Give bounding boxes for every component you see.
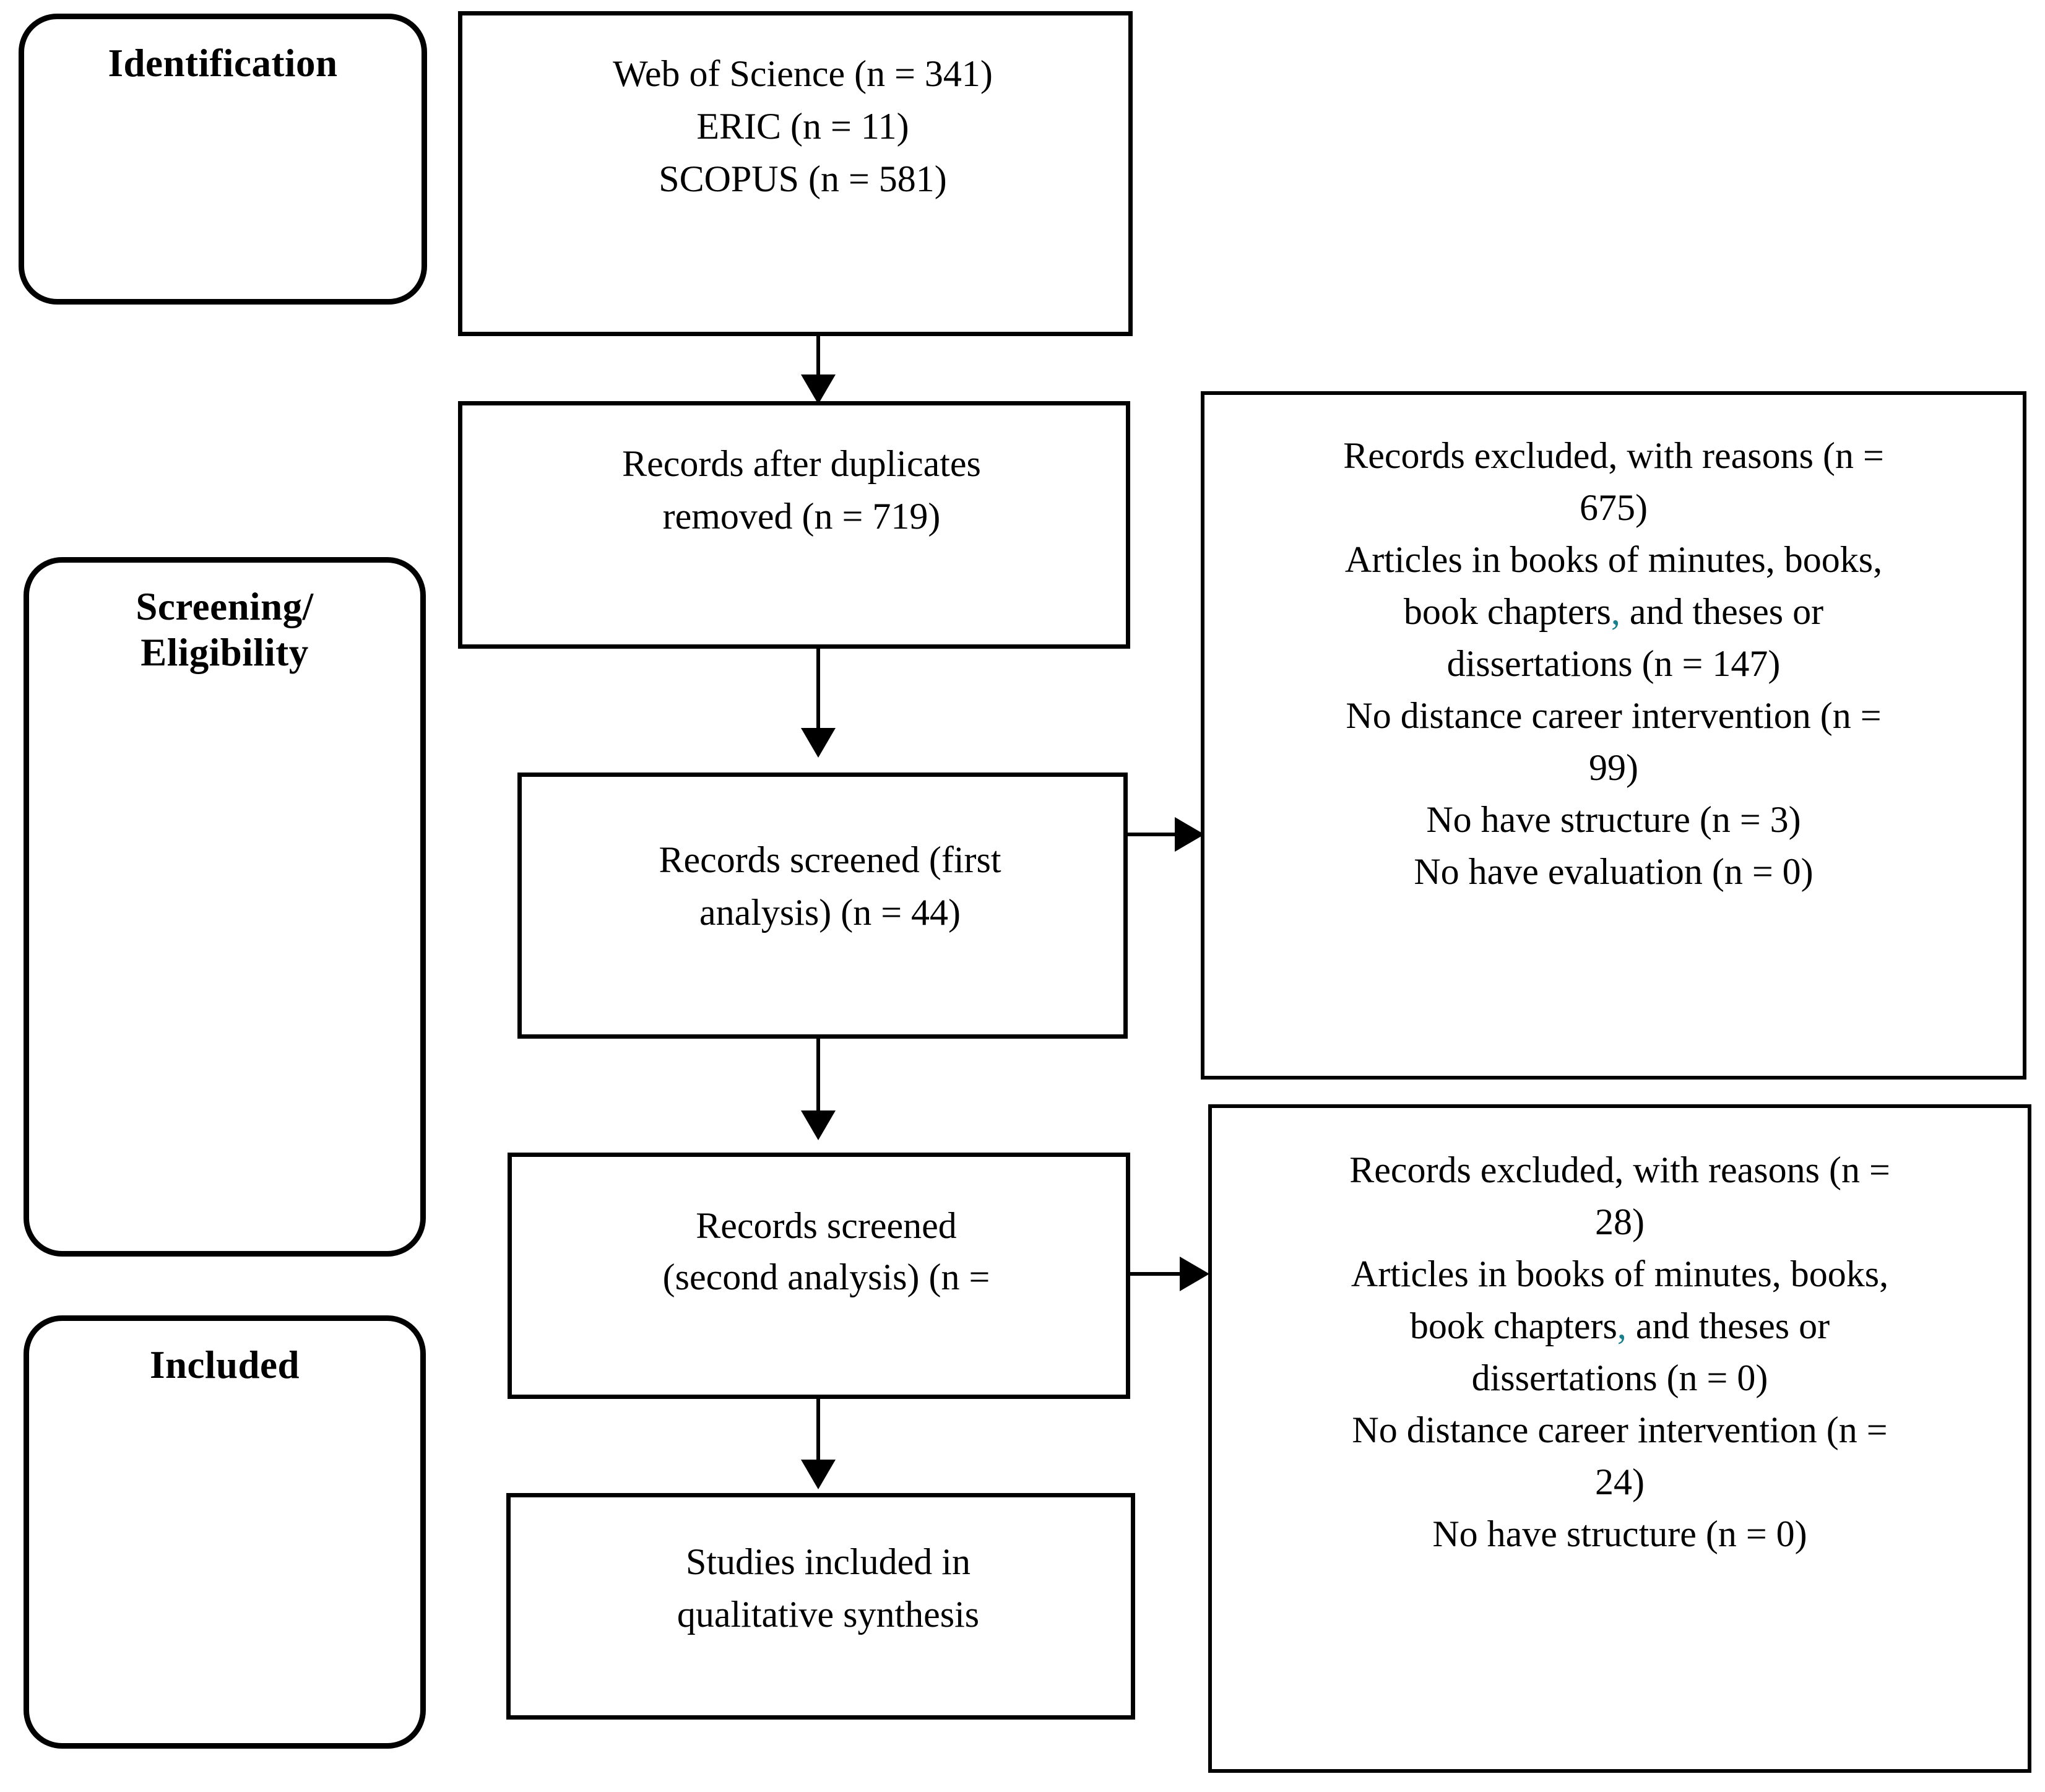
connector-screened-first-to-screened-second [816, 1039, 820, 1118]
flow-box-after-duplicates: Records after duplicates removed (n = 71… [458, 401, 1130, 649]
flow-box-screened-second: Records screened (second analysis) (n = [508, 1153, 1130, 1399]
exclusion-line: 99) [1589, 747, 1638, 788]
stage-label-screening-eligibility: Screening/ Eligibility [136, 585, 314, 675]
stage-label-included: Included [149, 1343, 300, 1387]
arrow-screened-first-to-excluded-first [1175, 817, 1204, 852]
arrow-screened-second-to-studies [801, 1460, 836, 1489]
connector-duplicates-to-screened-first [816, 649, 820, 735]
exclusion-line: No distance career intervention (n = [1352, 1409, 1888, 1450]
connector-screened-second-to-studies [816, 1399, 820, 1467]
arrow-screened-second-to-excluded-second [1180, 1257, 1209, 1291]
connector-sources-to-duplicates [816, 336, 820, 378]
exclusion-box-first-text: Records excluded, with reasons (n = 675)… [1204, 395, 2023, 898]
exclusion-line: Articles in books of minutes, books, [1351, 1253, 1889, 1294]
stage-label-identification: Identification [108, 41, 338, 85]
stage-box-identification: Identification [19, 14, 427, 305]
flow-box-studies-included: Studies included in qualitative synthesi… [506, 1493, 1135, 1720]
exclusion-line: 28) [1595, 1201, 1645, 1242]
exclusion-line: dissertations (n = 147) [1446, 643, 1781, 684]
arrow-sources-to-duplicates [801, 374, 836, 404]
flow-box-screened-first-text: Records screened (first analysis) (n = 4… [659, 839, 1001, 933]
flow-box-screened-second-text: Records screened (second analysis) (n = [662, 1205, 990, 1297]
stage-box-screening-eligibility: Screening/ Eligibility [24, 557, 426, 1257]
exclusion-box-second-text: Records excluded, with reasons (n = 28) … [1212, 1108, 2028, 1560]
arrow-duplicates-to-screened-first [801, 728, 836, 758]
flow-box-screened-first: Records screened (first analysis) (n = 4… [517, 773, 1128, 1039]
connector-screened-second-to-excluded-second [1128, 1272, 1187, 1276]
exclusion-line: Articles in books of minutes, books, [1344, 539, 1883, 580]
arrow-screened-first-to-screened-second [801, 1110, 836, 1140]
flow-box-sources-text: Web of Science (n = 341) ERIC (n = 11) S… [613, 53, 993, 200]
exclusion-box-second: Records excluded, with reasons (n = 28) … [1208, 1104, 2031, 1773]
exclusion-line: No have structure (n = 3) [1426, 799, 1801, 840]
connector-screened-first-to-excluded-first [1128, 833, 1182, 836]
flow-box-after-duplicates-text: Records after duplicates removed (n = 71… [622, 443, 981, 537]
exclusion-line: 24) [1595, 1461, 1645, 1502]
exclusion-line: No have structure (n = 0) [1432, 1513, 1807, 1554]
exclusion-line: 675) [1580, 487, 1648, 528]
flow-box-studies-included-text: Studies included in qualitative synthesi… [677, 1541, 980, 1635]
exclusion-line: Records excluded, with reasons (n = [1343, 435, 1884, 476]
exclusion-box-first: Records excluded, with reasons (n = 675)… [1201, 391, 2026, 1080]
flow-box-sources: Web of Science (n = 341) ERIC (n = 11) S… [458, 11, 1133, 336]
stage-box-included: Included [24, 1315, 426, 1749]
exclusion-line: book chapters, and theses or [1409, 1305, 1830, 1346]
exclusion-line: No distance career intervention (n = [1346, 695, 1882, 736]
exclusion-line: book chapters, and theses or [1403, 591, 1824, 632]
exclusion-line: No have evaluation (n = 0) [1414, 851, 1814, 892]
exclusion-line: Records excluded, with reasons (n = [1349, 1149, 1890, 1190]
exclusion-line: dissertations (n = 0) [1471, 1357, 1768, 1398]
